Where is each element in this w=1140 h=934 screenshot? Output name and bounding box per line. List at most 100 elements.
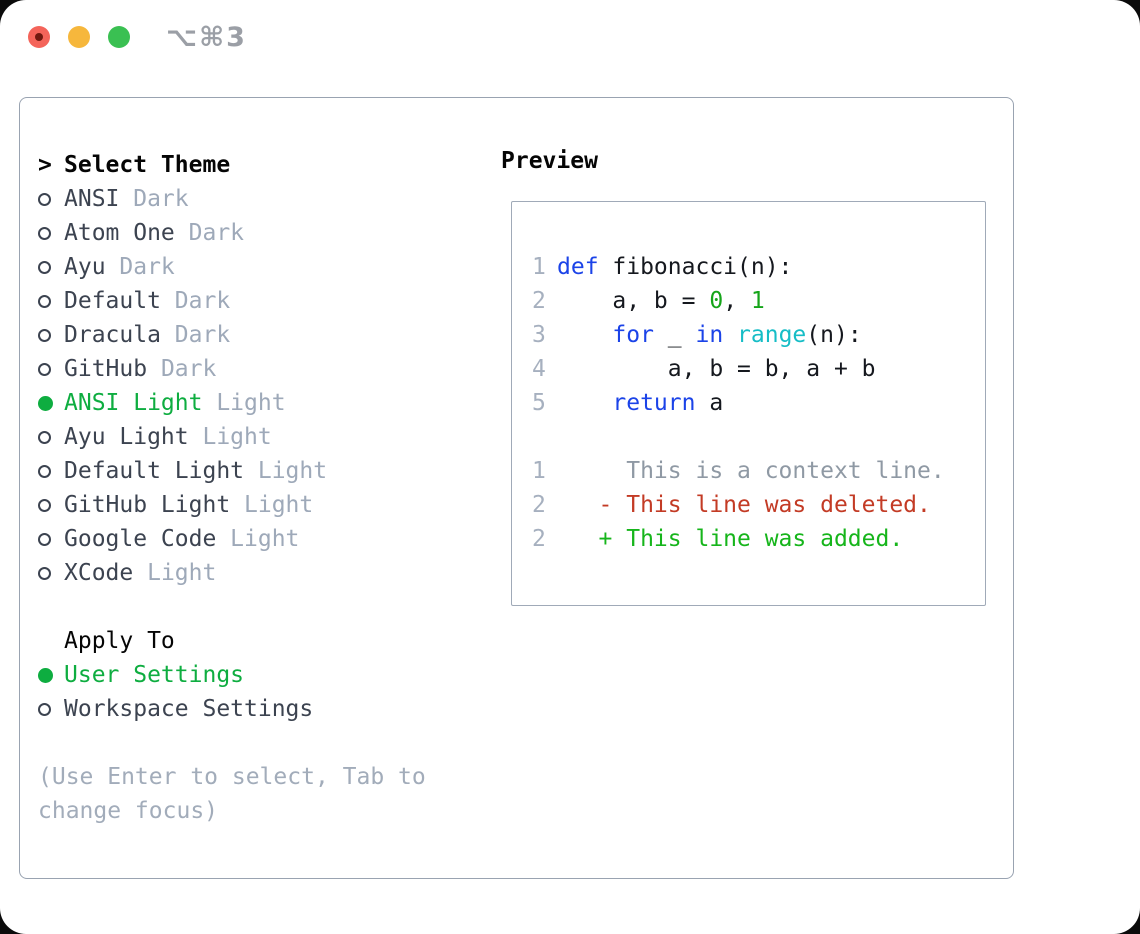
code-token: (n):	[806, 322, 862, 348]
theme-variant-label: Dark	[174, 288, 231, 314]
radio-icon	[38, 702, 51, 716]
theme-name-label: Default Light	[64, 458, 245, 484]
line-number: 5	[532, 390, 546, 416]
theme-option-ayu[interactable]: Ayu Dark	[38, 250, 478, 284]
focus-caret-icon: >	[38, 152, 52, 178]
code-token: range	[737, 322, 807, 348]
code-token	[723, 322, 737, 348]
theme-name-label: Google Code	[64, 526, 217, 552]
code-token: return	[612, 390, 696, 416]
code-token: for	[612, 322, 654, 348]
theme-variant-label: Light	[216, 390, 286, 416]
spacer	[38, 726, 478, 760]
select-theme-header: > Select Theme	[38, 148, 478, 182]
radio-icon	[38, 566, 51, 580]
code-token: a	[695, 390, 724, 416]
apply-option-workspace-settings[interactable]: Workspace Settings	[38, 692, 478, 726]
preview-title: Preview	[501, 148, 598, 174]
radio-icon	[38, 498, 51, 512]
theme-name-label: XCode	[64, 560, 134, 586]
radio-selected-icon	[38, 667, 53, 683]
theme-name-label: Dracula	[64, 322, 161, 348]
keyboard-hint-line: change focus)	[38, 794, 478, 828]
theme-variant-label: Light	[244, 492, 314, 518]
theme-name-label: Ayu	[64, 254, 106, 280]
line-number: 3	[532, 322, 546, 348]
theme-variant-label: Light	[147, 560, 217, 586]
diff-line: 1 This is a context line.	[532, 454, 985, 488]
theme-option-xcode[interactable]: XCode Light	[38, 556, 478, 590]
code-token: a, b =	[557, 288, 710, 314]
theme-option-default-light[interactable]: Default Light Light	[38, 454, 478, 488]
code-token: in	[695, 322, 724, 348]
line-number: 1	[532, 254, 546, 280]
code-token	[557, 390, 612, 416]
apply-option-label: User Settings	[64, 662, 245, 688]
minimize-window-button[interactable]	[68, 26, 90, 48]
keyboard-hint-line: (Use Enter to select, Tab to	[38, 760, 478, 794]
radio-icon	[38, 362, 51, 376]
line-number: 4	[532, 356, 546, 382]
line-number: 2	[532, 288, 546, 314]
theme-variant-label: Light	[202, 424, 272, 450]
diff-text: This is a context line.	[557, 458, 945, 484]
diff-line: 2 + This line was added.	[532, 522, 985, 556]
select-theme-title: Select Theme	[64, 152, 231, 178]
theme-variant-label: Light	[230, 526, 300, 552]
radio-icon	[38, 464, 51, 478]
spacer	[532, 420, 985, 454]
code-token: 1	[750, 288, 765, 314]
radio-icon	[38, 192, 51, 206]
theme-variant-label: Dark	[160, 356, 217, 382]
code-line: 5 return a	[532, 386, 985, 420]
line-number: 2	[532, 526, 546, 552]
zoom-window-button[interactable]	[108, 26, 130, 48]
theme-variant-label: Dark	[133, 186, 189, 212]
diff-line: 2 - This line was deleted.	[532, 488, 985, 522]
theme-name-label: Ayu Light	[64, 424, 189, 450]
radio-icon	[38, 260, 51, 274]
theme-option-default[interactable]: Default Dark	[38, 284, 478, 318]
code-line: 3 for _ in range(n):	[532, 318, 985, 352]
diff-text: - This line was deleted.	[557, 492, 931, 518]
code-token: fibonacci(n):	[612, 254, 793, 280]
theme-variant-label: Light	[257, 458, 328, 484]
theme-name-label: GitHub	[64, 356, 148, 382]
line-number: 1	[532, 458, 546, 484]
apply-option-label: Workspace Settings	[64, 696, 314, 722]
code-line: 2 a, b = 0, 1	[532, 284, 985, 318]
theme-variant-label: Dark	[119, 254, 175, 280]
theme-option-ansi-light[interactable]: ANSI Light Light	[38, 386, 478, 420]
apply-option-user-settings[interactable]: User Settings	[38, 658, 478, 692]
radio-icon	[38, 294, 51, 308]
theme-option-dracula[interactable]: Dracula Dark	[38, 318, 478, 352]
spacer	[38, 590, 478, 624]
close-focus-dot-icon	[35, 33, 43, 41]
theme-variant-label: Dark	[174, 322, 231, 348]
theme-variant-label: Dark	[188, 220, 245, 246]
keyboard-hint-text: change focus)	[38, 798, 219, 824]
code-line: 4 a, b = b, a + b	[532, 352, 985, 386]
theme-option-ayu-light[interactable]: Ayu Light Light	[38, 420, 478, 454]
window-title-shortcut: ⌥⌘3	[166, 22, 247, 53]
radio-selected-icon	[38, 395, 53, 411]
theme-name-label: ANSI Light	[64, 390, 203, 416]
diff-text: + This line was added.	[557, 526, 904, 552]
theme-option-google-code[interactable]: Google Code Light	[38, 522, 478, 556]
line-number: 2	[532, 492, 546, 518]
theme-name-label: Default	[64, 288, 161, 314]
theme-option-github[interactable]: GitHub Dark	[38, 352, 478, 386]
close-window-button[interactable]	[28, 26, 50, 48]
apply-to-title: Apply To	[64, 628, 175, 654]
code-token: _	[653, 322, 696, 348]
radio-icon	[38, 328, 51, 342]
keyboard-hint-text: (Use Enter to select, Tab to	[38, 764, 426, 790]
code-token: a, b = b, a + b	[557, 356, 876, 382]
